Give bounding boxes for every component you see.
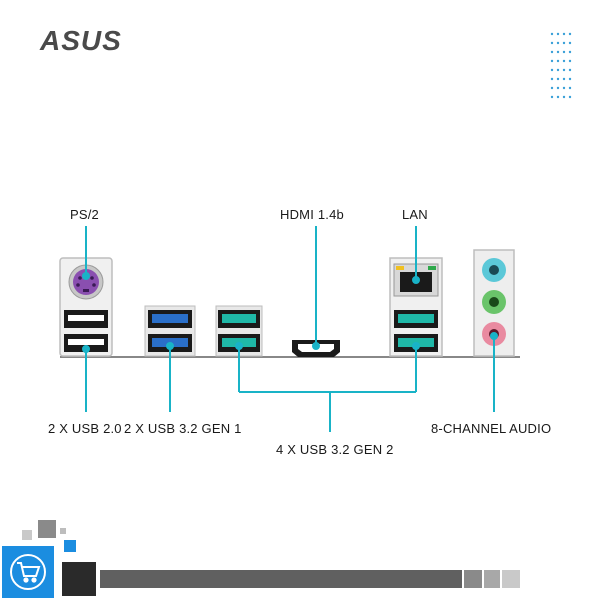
decoration-dot	[568, 77, 572, 81]
decoration-dot	[550, 59, 554, 63]
decoration-dot	[556, 41, 560, 45]
ps2-port	[73, 269, 99, 295]
decoration-dot	[568, 86, 572, 90]
usb32gen2-port-1	[222, 314, 256, 323]
decoration-dot	[562, 86, 566, 90]
decoration-dot	[556, 32, 560, 36]
decoration-dot	[568, 32, 572, 36]
decoration-dot	[556, 77, 560, 81]
decoration-dot	[562, 77, 566, 81]
decoration-dot	[562, 50, 566, 54]
brand-logo: ASUS	[40, 25, 152, 56]
decoration-dot	[562, 95, 566, 99]
decoration-dot	[556, 95, 560, 99]
label-usb20: 2 X USB 2.0	[48, 421, 122, 436]
dot-grid-decoration	[550, 32, 572, 99]
label-usb32gen2: 4 X USB 3.2 GEN 2	[276, 442, 394, 457]
decoration-dot	[550, 41, 554, 45]
decoration-dot	[568, 68, 572, 72]
label-usb32gen1: 2 X USB 3.2 GEN 1	[124, 421, 242, 436]
decoration-dot	[556, 86, 560, 90]
decoration-dot	[556, 59, 560, 63]
decoration-dot	[562, 59, 566, 63]
decoration-dot	[568, 95, 572, 99]
decoration-dot	[562, 41, 566, 45]
decoration-dot	[568, 41, 572, 45]
decoration-dot	[568, 50, 572, 54]
bottom-decoration	[2, 520, 520, 598]
callout-lines	[82, 226, 498, 432]
decoration-dot	[568, 59, 572, 63]
decoration-dot	[550, 95, 554, 99]
decoration-dot	[562, 68, 566, 72]
shopping-cart-icon	[10, 554, 46, 590]
decoration-dot	[562, 32, 566, 36]
label-audio: 8-CHANNEL AUDIO	[431, 421, 552, 436]
usb32gen1-port-1	[152, 314, 188, 323]
decoration-dot	[550, 32, 554, 36]
progress-bar-dark	[100, 570, 462, 588]
decoration-dot	[556, 50, 560, 54]
cart-badge	[2, 546, 54, 598]
ps2-usb20-stack	[59, 257, 113, 357]
decoration-dot	[550, 50, 554, 54]
decoration-dot	[550, 86, 554, 90]
label-hdmi: HDMI 1.4b	[280, 207, 344, 222]
usb32gen2-port-3	[398, 314, 434, 323]
decoration-dot	[556, 68, 560, 72]
brand-logo-text: ASUS	[40, 25, 122, 56]
decoration-dot	[550, 77, 554, 81]
label-lan: LAN	[402, 207, 428, 222]
decoration-dot	[550, 68, 554, 72]
label-ps2: PS/2	[70, 207, 99, 222]
